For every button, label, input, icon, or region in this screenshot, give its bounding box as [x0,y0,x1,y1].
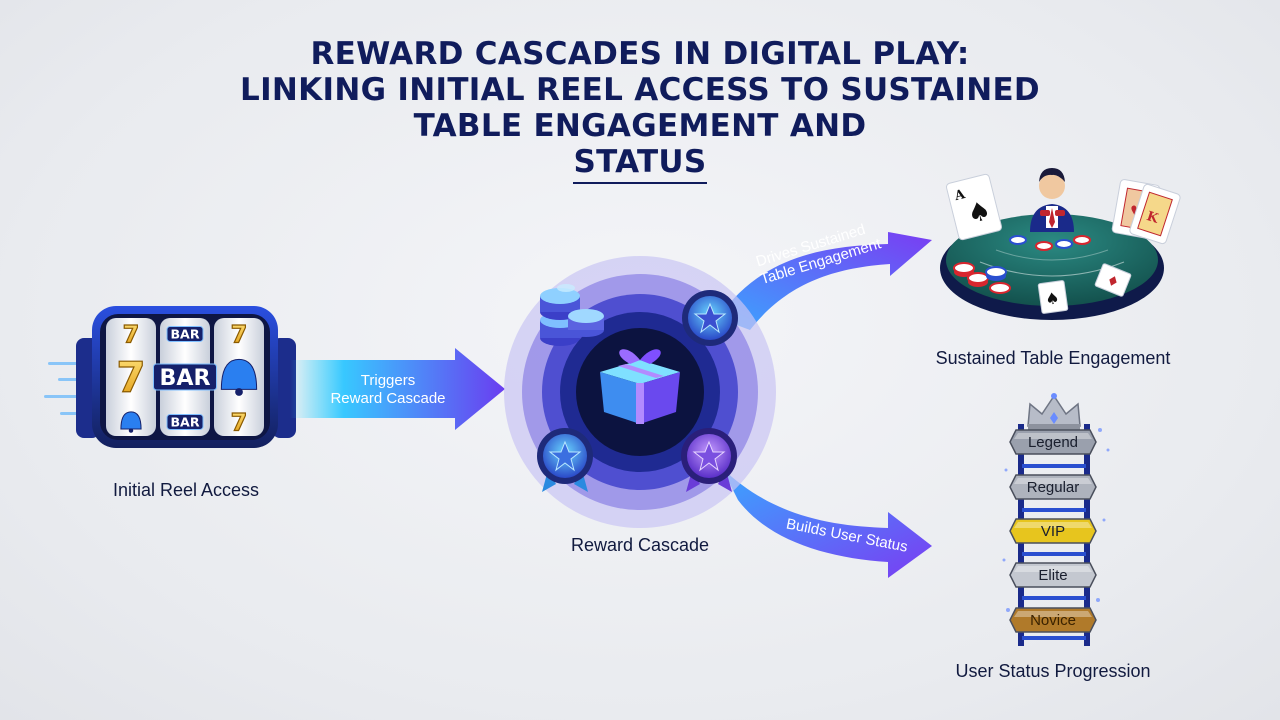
reward-cascade-label: Reward Cascade [570,535,710,555]
status-tier-label: Novice [1030,612,1076,629]
star-badge-icon [682,290,738,346]
coin-stack-icon [540,284,604,346]
status-tier-label: VIP [1041,523,1065,540]
title-line-1: REWARD CASCADES IN DIGITAL PLAY: [310,36,970,72]
title-line-4: STATUS [573,144,707,184]
gift-box-icon [600,349,680,424]
svg-text:7: 7 [231,409,248,437]
reel-symbol-bar: BAR [166,414,204,430]
title-line-2: LINKING INITIAL REEL ACCESS TO SUSTAINED [240,72,1040,108]
status-progression-label: User Status Progression [955,661,1151,681]
page-title: REWARD CASCADES IN DIGITAL PLAY: LINKING… [0,36,1280,184]
playing-card-icon: A ♠ [945,173,1003,241]
crown-icon [1027,393,1081,430]
reel-symbol-bar: BAR [166,326,204,342]
sparkle-decoration [1002,428,1110,612]
status-tier-elite: Elite [1009,562,1097,588]
builds-arrow: Builds User Status [722,468,932,578]
status-tier-vip: VIP [1009,518,1097,544]
title-line-3: TABLE ENGAGEMENT AND [413,108,867,144]
svg-text:BAR: BAR [159,365,210,391]
playing-card-icon: ♠ ♦ [1037,263,1132,314]
status-tier-novice: Novice [1009,607,1097,633]
trigger-arrow-label-2: Reward Cascade [330,390,445,407]
svg-text:BAR: BAR [170,326,199,341]
reel-access-label: Initial Reel Access [112,480,260,500]
svg-text:7: 7 [231,321,248,349]
reel-symbol-seven: 7 [116,353,146,403]
reel-symbol-seven: 7 [122,320,140,349]
status-tier-label: Regular [1027,479,1080,496]
svg-text:♠: ♠ [1044,288,1061,309]
reel-symbol-seven: 7 [230,320,248,349]
star-badge-icon [681,428,737,492]
status-tier-label: Legend [1028,434,1078,451]
reel-symbol-seven: 7 [230,408,248,437]
playing-card-icon: ♥ K [1111,179,1181,245]
status-tier-regular: Regular [1009,474,1097,500]
svg-text:7: 7 [123,321,140,349]
dealer-icon [1030,168,1074,232]
table-engagement-label: Sustained Table Engagement [935,348,1171,368]
chip-icon [953,235,1091,294]
svg-text:7: 7 [116,353,145,402]
svg-text:♦: ♦ [1104,272,1122,292]
trigger-arrow-label-1: Triggers [361,372,415,389]
reel-symbol-bar: BAR [153,363,217,391]
reel-symbol-bell [220,358,258,396]
status-tier-label: Elite [1038,567,1067,584]
svg-text:A: A [952,187,967,204]
trigger-arrow: Triggers Reward Cascade [290,348,505,430]
status-tier-legend: Legend [1009,429,1097,455]
svg-text:K: K [1145,209,1161,227]
star-badge-icon [537,428,593,492]
reel-symbol-bell [120,411,142,433]
svg-text:BAR: BAR [170,414,199,429]
